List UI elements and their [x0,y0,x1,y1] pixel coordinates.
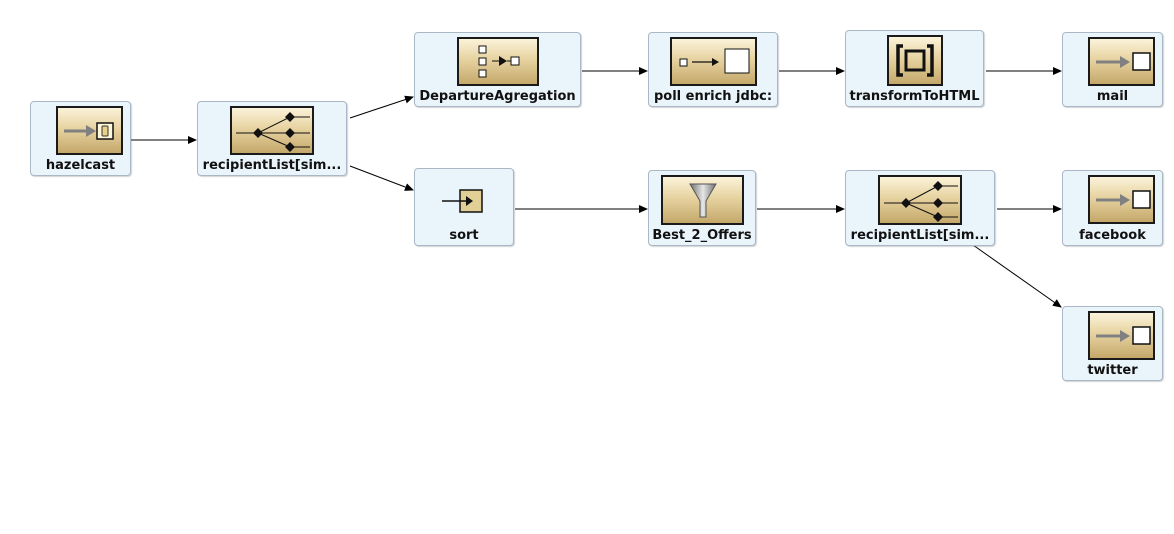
node-label: mail [1096,89,1129,104]
edge-recipient-list-1-to-sort [349,165,414,191]
endpoint-in-icon [56,106,123,155]
aggregator-icon [457,37,539,86]
filter-funnel-icon [661,175,744,225]
node-label: recipientList[sim... [850,228,990,243]
node-recipient-list-1[interactable]: recipientList[sim... [197,101,347,176]
edge-recipient-list-1-to-departure-agregation [349,95,414,119]
node-label: twitter [1087,363,1138,378]
node-label: Best_2_Offers [652,228,752,243]
node-transform-to-html[interactable]: transformToHTML [845,30,984,107]
endpoint-out-icon [1088,37,1155,86]
endpoint-out-icon [1088,175,1155,224]
endpoint-out-icon [1088,311,1155,360]
node-twitter[interactable]: twitter [1062,306,1163,381]
node-label: hazelcast [45,158,116,173]
node-label: facebook [1079,228,1146,243]
sort-icon [442,189,483,213]
node-poll-enrich[interactable]: poll enrich jdbc: [648,32,778,107]
node-best-2-offers[interactable]: Best_2_Offers [648,170,756,246]
node-mail[interactable]: mail [1062,32,1163,107]
node-label: transformToHTML [849,89,980,104]
recipient-list-icon [230,106,314,155]
node-hazelcast[interactable]: hazelcast [30,101,131,176]
node-label: poll enrich jdbc: [653,89,773,104]
node-label: DepartureAgregation [419,89,576,104]
node-label: sort [449,228,479,243]
node-label: recipientList[sim... [202,158,342,173]
node-departure-agregation[interactable]: DepartureAgregation [414,32,581,107]
recipient-list-icon [878,175,962,225]
node-facebook[interactable]: facebook [1062,170,1163,246]
poll-enrich-icon [670,37,757,86]
node-recipient-list-2[interactable]: recipientList[sim... [845,170,995,246]
node-sort[interactable]: sort [414,168,514,246]
transform-icon [887,35,943,86]
edge-recipient-list-2-to-twitter [972,244,1062,308]
